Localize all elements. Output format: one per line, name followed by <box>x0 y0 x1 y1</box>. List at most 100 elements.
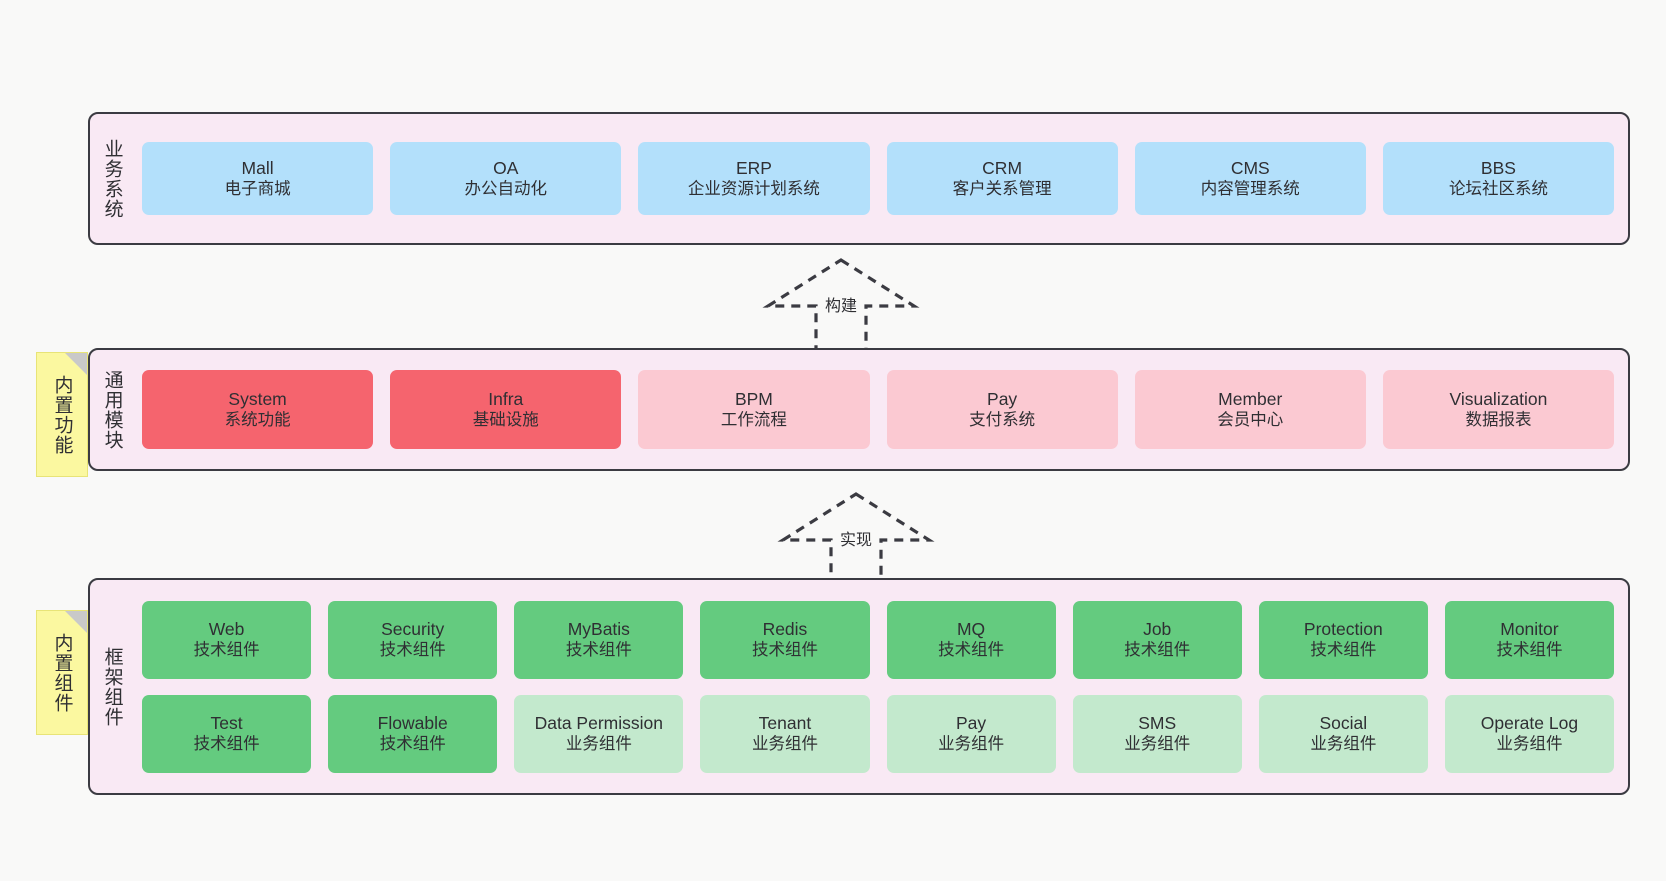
node-protection[interactable]: Protection 技术组件 <box>1258 600 1428 679</box>
node-title-en: ERP <box>735 157 772 178</box>
node-title-cn: 业务组件 <box>751 735 818 754</box>
node-title-en: BPM <box>734 388 773 409</box>
node-flowable[interactable]: Flowable 技术组件 <box>328 694 498 773</box>
node-title-en: Data Permission <box>534 712 663 733</box>
note-label: 内置组件 <box>51 632 73 713</box>
node-title-en: Operate Log <box>1480 712 1579 733</box>
layer-common-modules: 通用模块 System 系统功能 Infra 基础设施 BPM 工作流程 Pay… <box>88 348 1630 471</box>
node-title-en: MQ <box>956 618 986 639</box>
node-visualization[interactable]: Visualization 数据报表 <box>1382 370 1615 449</box>
node-web[interactable]: Web 技术组件 <box>142 600 312 679</box>
node-title-cn: 技术组件 <box>938 641 1005 660</box>
node-title-cn: 论坛社区系统 <box>1448 180 1548 199</box>
node-pay-component[interactable]: Pay 业务组件 <box>886 694 1056 773</box>
node-row: Web 技术组件 Security 技术组件 MyBatis 技术组件 Redi… <box>142 600 1614 679</box>
layer-label-common-modules: 通用模块 <box>101 369 123 450</box>
node-member[interactable]: Member 会员中心 <box>1134 370 1366 449</box>
node-title-en: SMS <box>1138 712 1177 733</box>
node-row: Mall 电子商城 OA 办公自动化 ERP 企业资源计划系统 CRM 客户关系… <box>142 142 1615 215</box>
node-title-en: System <box>228 388 287 409</box>
node-title-cn: 数据报表 <box>1465 411 1532 430</box>
node-title-en: Redis <box>762 618 808 639</box>
node-title-cn: 电子商城 <box>224 180 291 199</box>
node-title-cn: 业务组件 <box>1124 735 1191 754</box>
note-builtin-components: 内置组件 <box>36 610 88 735</box>
node-title-cn: 业务组件 <box>565 735 632 754</box>
node-title-cn: 客户关系管理 <box>952 180 1052 199</box>
node-test[interactable]: Test 技术组件 <box>142 694 312 773</box>
node-title-en: Web <box>208 618 245 639</box>
layer-business-systems: 业务系统 Mall 电子商城 OA 办公自动化 ERP 企业资源计划系统 CRM… <box>88 112 1630 245</box>
node-title-en: Protection <box>1303 618 1383 639</box>
node-title-cn: 技术组件 <box>751 641 818 660</box>
node-system[interactable]: System 系统功能 <box>142 370 374 449</box>
node-title-cn: 技术组件 <box>1310 641 1377 660</box>
note-fold-icon <box>65 353 87 375</box>
note-builtin-functions: 内置功能 <box>36 352 88 477</box>
node-title-en: OA <box>493 157 519 178</box>
node-title-cn: 技术组件 <box>193 641 260 660</box>
node-title-en: CMS <box>1230 157 1270 178</box>
node-title-cn: 业务组件 <box>938 735 1005 754</box>
node-title-cn: 业务组件 <box>1310 735 1377 754</box>
node-operate-log[interactable]: Operate Log 业务组件 <box>1444 694 1614 773</box>
node-title-cn: 技术组件 <box>193 735 260 754</box>
node-title-en: Job <box>1143 618 1172 639</box>
connector-implement-arrow: 实现 <box>771 488 941 586</box>
node-crm[interactable]: CRM 客户关系管理 <box>886 142 1118 215</box>
layer-body-common-modules: System 系统功能 Infra 基础设施 BPM 工作流程 Pay 支付系统… <box>134 350 1628 469</box>
node-social[interactable]: Social 业务组件 <box>1258 694 1428 773</box>
node-title-en: Social <box>1319 712 1368 733</box>
node-job[interactable]: Job 技术组件 <box>1072 600 1242 679</box>
node-infra[interactable]: Infra 基础设施 <box>390 370 622 449</box>
node-title-cn: 技术组件 <box>1496 641 1563 660</box>
node-cms[interactable]: CMS 内容管理系统 <box>1134 142 1366 215</box>
connector-implement-label: 实现 <box>835 526 877 550</box>
node-title-en: Pay <box>987 388 1018 409</box>
node-title-en: CRM <box>982 157 1023 178</box>
node-title-cn: 技术组件 <box>379 641 446 660</box>
node-title-en: Tenant <box>758 712 812 733</box>
node-mall[interactable]: Mall 电子商城 <box>142 142 374 215</box>
node-oa[interactable]: OA 办公自动化 <box>390 142 622 215</box>
node-title-en: Member <box>1218 388 1283 409</box>
node-mq[interactable]: MQ 技术组件 <box>886 600 1056 679</box>
node-title-cn: 工作流程 <box>720 411 787 430</box>
layer-framework-components: 框架组件 Web 技术组件 Security 技术组件 MyBatis 技术组件… <box>88 578 1630 795</box>
node-title-cn: 技术组件 <box>1124 641 1191 660</box>
node-title-cn: 业务组件 <box>1496 735 1563 754</box>
node-title-cn: 技术组件 <box>379 735 446 754</box>
node-mybatis[interactable]: MyBatis 技术组件 <box>514 600 684 679</box>
layer-label-framework-components: 框架组件 <box>101 646 123 727</box>
node-title-cn: 办公自动化 <box>464 180 548 199</box>
node-row: Test 技术组件 Flowable 技术组件 Data Permission … <box>142 694 1614 773</box>
node-title-en: Security <box>381 618 445 639</box>
node-pay-module[interactable]: Pay 支付系统 <box>886 370 1118 449</box>
layer-body-business-systems: Mall 电子商城 OA 办公自动化 ERP 企业资源计划系统 CRM 客户关系… <box>134 114 1628 243</box>
node-title-cn: 支付系统 <box>969 411 1036 430</box>
node-title-cn: 内容管理系统 <box>1200 180 1300 199</box>
connector-build-arrow: 构建 <box>756 254 926 352</box>
node-monitor[interactable]: Monitor 技术组件 <box>1444 600 1614 679</box>
note-label: 内置功能 <box>51 374 73 455</box>
node-data-permission[interactable]: Data Permission 业务组件 <box>514 694 684 773</box>
node-title-en: Pay <box>955 712 987 733</box>
node-bbs[interactable]: BBS 论坛社区系统 <box>1382 142 1615 215</box>
node-bpm[interactable]: BPM 工作流程 <box>638 370 870 449</box>
node-tenant[interactable]: Tenant 业务组件 <box>700 694 870 773</box>
node-redis[interactable]: Redis 技术组件 <box>700 600 870 679</box>
node-title-en: Mall <box>241 157 274 178</box>
node-title-en: Infra <box>488 388 524 409</box>
node-title-cn: 会员中心 <box>1217 411 1284 430</box>
node-sms[interactable]: SMS 业务组件 <box>1072 694 1242 773</box>
node-row: System 系统功能 Infra 基础设施 BPM 工作流程 Pay 支付系统… <box>142 370 1615 449</box>
node-title-cn: 系统功能 <box>224 411 291 430</box>
node-erp[interactable]: ERP 企业资源计划系统 <box>638 142 870 215</box>
node-title-cn: 技术组件 <box>565 641 632 660</box>
node-title-en: BBS <box>1480 157 1516 178</box>
node-title-en: Monitor <box>1500 618 1559 639</box>
node-security[interactable]: Security 技术组件 <box>328 600 498 679</box>
node-title-en: Flowable <box>377 712 448 733</box>
layer-label-business-systems: 业务系统 <box>101 138 123 219</box>
